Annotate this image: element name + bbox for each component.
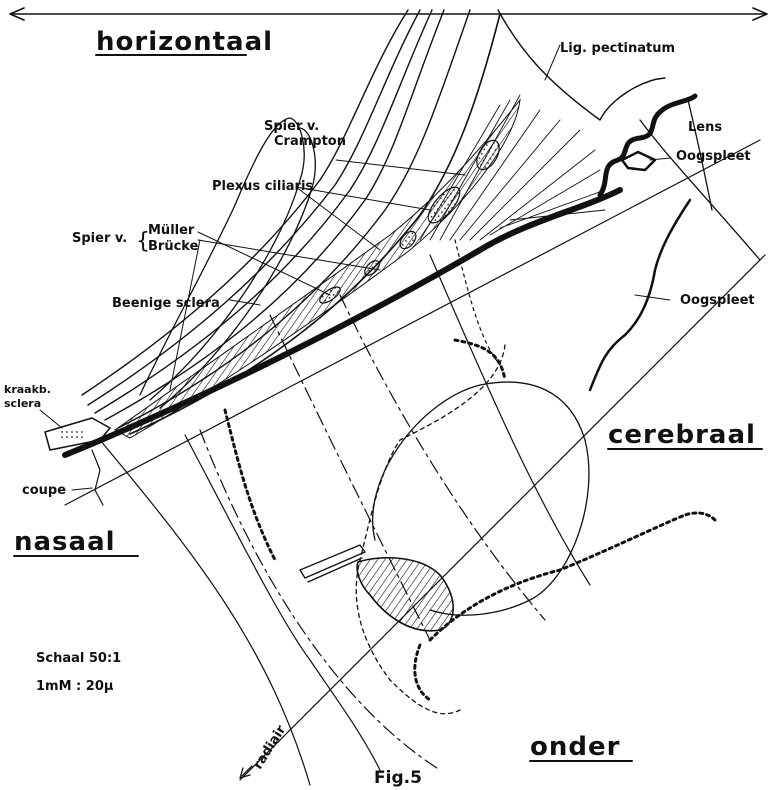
tube-element bbox=[300, 545, 365, 582]
hatched-region bbox=[357, 558, 453, 631]
label-radial: radiair bbox=[251, 722, 290, 772]
label-crampton-2: Crampton bbox=[274, 134, 346, 149]
label-cerebral: cerebraal bbox=[608, 420, 756, 450]
crampton-muscle bbox=[115, 100, 520, 438]
label-nasal: nasaal bbox=[14, 527, 116, 557]
scale-ratio: Schaal 50:1 bbox=[36, 651, 121, 666]
label-horizontal: horizontaal bbox=[96, 27, 273, 57]
label-cartilage-sclera-1: kraakb. bbox=[4, 383, 51, 396]
lens-outline-2 bbox=[640, 120, 760, 260]
label-muller-prefix: Spier v. bbox=[72, 231, 127, 246]
label-lens: Lens bbox=[688, 120, 722, 135]
label-bony-sclera: Beenige sclera bbox=[112, 296, 220, 311]
label-ciliary-plexus: Plexus ciliaris bbox=[212, 179, 313, 194]
section-marker bbox=[92, 450, 103, 505]
eyelid-slit-box bbox=[622, 152, 655, 170]
label-muller: Müller bbox=[148, 223, 195, 238]
label-cartilage-sclera-2: sclera bbox=[4, 397, 41, 410]
label-brucke: Brücke bbox=[148, 239, 199, 254]
radial-arrow bbox=[240, 766, 252, 778]
scale-unit: 1mM : 20µ bbox=[36, 679, 114, 694]
figure-number: Fig.5 bbox=[374, 768, 422, 788]
label-section: coupe bbox=[22, 483, 66, 498]
lid-fold bbox=[600, 96, 695, 195]
horizontal-axis-arrow bbox=[10, 8, 767, 20]
eyelid-slit-curve bbox=[590, 200, 690, 390]
cartilage-sclera-detail bbox=[45, 418, 110, 450]
label-lower: onder bbox=[530, 732, 620, 762]
label-crampton-1: Spier v. bbox=[264, 119, 319, 134]
inner-contour bbox=[225, 340, 715, 714]
label-ligament: Lig. pectinatum bbox=[560, 41, 675, 56]
label-eyelid-slit-top: Oogspleet bbox=[676, 149, 751, 164]
label-eyelid-slit-right: Oogspleet bbox=[680, 293, 755, 308]
